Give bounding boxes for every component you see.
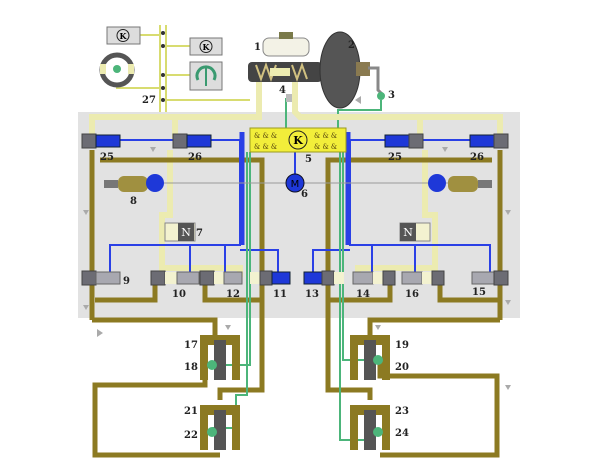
label-4: 4 <box>279 85 286 96</box>
label-6: 6 <box>301 189 308 200</box>
svg-text:K: K <box>293 134 303 147</box>
label-14: 14 <box>356 289 370 300</box>
valve-14 <box>352 270 396 286</box>
wheel-brake-front-left <box>200 335 240 380</box>
wheel-brake-rear-left <box>200 405 240 450</box>
label-22: 22 <box>184 430 198 441</box>
svg-text:M: M <box>291 179 300 190</box>
damper-right: N <box>399 222 431 242</box>
label-26-left: 26 <box>188 152 202 163</box>
label-27: 27 <box>142 95 156 106</box>
brake-pedal <box>368 66 386 100</box>
valve-13 <box>303 270 344 286</box>
valve-11 <box>250 270 291 286</box>
label-2: 2 <box>348 40 355 51</box>
label-5: 5 <box>305 154 312 165</box>
label-11: 11 <box>273 289 287 300</box>
valve-26-left <box>172 133 212 149</box>
valve-26-right <box>469 133 509 149</box>
brake-warning-lamp-icon: K <box>189 37 223 56</box>
label-18: 18 <box>184 362 198 373</box>
indicator-wiring <box>116 25 250 112</box>
stability-control-icon <box>189 61 223 91</box>
valve-10 <box>150 270 200 286</box>
label-9: 9 <box>123 276 130 287</box>
svg-text:& & &: & & & <box>254 132 277 140</box>
accumulator-right <box>428 174 492 192</box>
label-3: 3 <box>388 90 395 101</box>
label-19: 19 <box>395 340 409 351</box>
svg-text:N: N <box>403 226 413 239</box>
label-24: 24 <box>395 428 409 439</box>
valve-12 <box>199 270 243 286</box>
valve-9 <box>81 270 121 286</box>
valve-25-right <box>384 133 424 149</box>
label-17: 17 <box>184 340 198 351</box>
svg-text:N: N <box>181 226 191 239</box>
svg-text:K: K <box>203 42 211 52</box>
wheel-brake-rear-right <box>350 405 390 450</box>
label-25-left: 25 <box>100 152 114 163</box>
flow-arrows <box>83 96 511 390</box>
abs-warning-lamp-icon: K <box>106 26 141 45</box>
brake-booster <box>319 31 370 109</box>
abs-control-unit: & & & & & & & & & & & & K <box>249 127 347 153</box>
damper-left: N <box>164 222 196 242</box>
master-cylinder <box>248 32 322 82</box>
valve-15 <box>471 270 509 286</box>
svg-text:& & &: & & & <box>314 132 337 140</box>
valve-25-left <box>81 133 121 149</box>
label-15: 15 <box>472 287 486 298</box>
label-16: 16 <box>405 289 419 300</box>
wheel-brake-front-right <box>350 335 390 380</box>
steering-wheel-icon <box>99 52 135 88</box>
label-26-right: 26 <box>470 152 484 163</box>
label-8: 8 <box>130 196 137 207</box>
label-25-right: 25 <box>388 152 402 163</box>
svg-text:& & &: & & & <box>254 143 277 151</box>
pressure-sensor <box>286 94 296 102</box>
valve-16 <box>401 270 445 286</box>
pump-motor: M <box>285 173 305 193</box>
accumulator-left <box>104 174 164 192</box>
label-13: 13 <box>305 289 319 300</box>
label-20: 20 <box>395 362 409 373</box>
svg-text:K: K <box>120 31 128 41</box>
label-21: 21 <box>184 406 198 417</box>
label-1: 1 <box>254 42 261 53</box>
label-10: 10 <box>172 289 186 300</box>
label-23: 23 <box>395 406 409 417</box>
svg-text:& & &: & & & <box>314 143 337 151</box>
label-7: 7 <box>196 228 203 239</box>
label-12: 12 <box>226 289 240 300</box>
